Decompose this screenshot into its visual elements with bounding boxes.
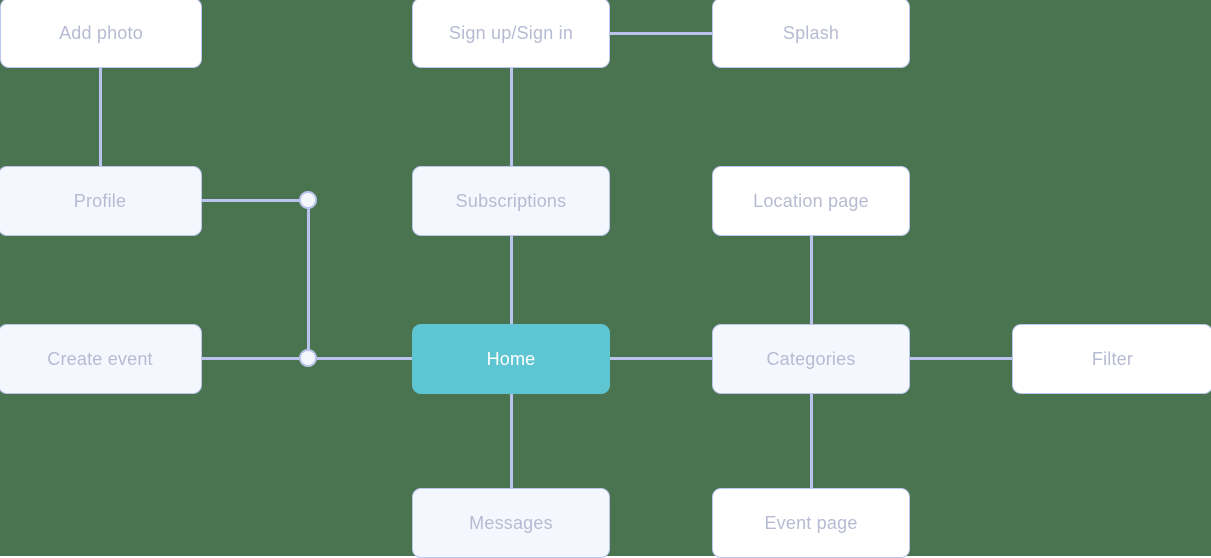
node-create-event[interactable]: Create event [0, 324, 202, 394]
node-subscriptions[interactable]: Subscriptions [412, 166, 610, 236]
node-label-subscriptions: Subscriptions [455, 190, 567, 211]
edge-home-to-categories [610, 356, 712, 360]
node-event-page[interactable]: Event page [712, 488, 910, 558]
edge-signup-to-splash [610, 31, 712, 35]
edge-categories-to-event-page [809, 394, 813, 488]
edge-location-to-categories [809, 236, 813, 324]
node-label-create-event: Create event [47, 348, 153, 369]
node-label-categories: Categories [766, 348, 856, 369]
edge-categories-to-filter [910, 356, 1012, 360]
junction-lower[interactable] [299, 349, 317, 367]
node-label-messages: Messages [469, 512, 553, 533]
junction-upper[interactable] [299, 191, 317, 209]
node-categories[interactable]: Categories [712, 324, 910, 394]
edge-profile-to-junction-upper [202, 198, 308, 202]
node-label-add-photo: Add photo [59, 22, 143, 43]
node-label-profile: Profile [73, 190, 127, 211]
node-label-location-page: Location page [753, 190, 869, 211]
edge-junction-lower-to-home [308, 356, 412, 360]
edge-junction-upper-to-lower [306, 200, 310, 358]
node-label-sign-up-in: Sign up/Sign in [448, 22, 574, 43]
edge-add-photo-to-profile [98, 68, 102, 166]
edge-signup-to-subscriptions [509, 68, 513, 166]
node-location-page[interactable]: Location page [712, 166, 910, 236]
node-label-event-page: Event page [764, 512, 858, 533]
node-label-splash: Splash [782, 22, 840, 43]
edge-create-event-to-junction [202, 356, 308, 360]
edge-subscriptions-to-home [509, 236, 513, 324]
node-sign-up-in[interactable]: Sign up/Sign in [412, 0, 610, 68]
node-splash[interactable]: Splash [712, 0, 910, 68]
node-label-home: Home [486, 348, 536, 369]
node-messages[interactable]: Messages [412, 488, 610, 558]
node-label-filter: Filter [1091, 348, 1134, 369]
node-profile[interactable]: Profile [0, 166, 202, 236]
node-add-photo[interactable]: Add photo [0, 0, 202, 68]
edge-home-to-messages [509, 394, 513, 488]
node-home[interactable]: Home [412, 324, 610, 394]
node-filter[interactable]: Filter [1012, 324, 1211, 394]
